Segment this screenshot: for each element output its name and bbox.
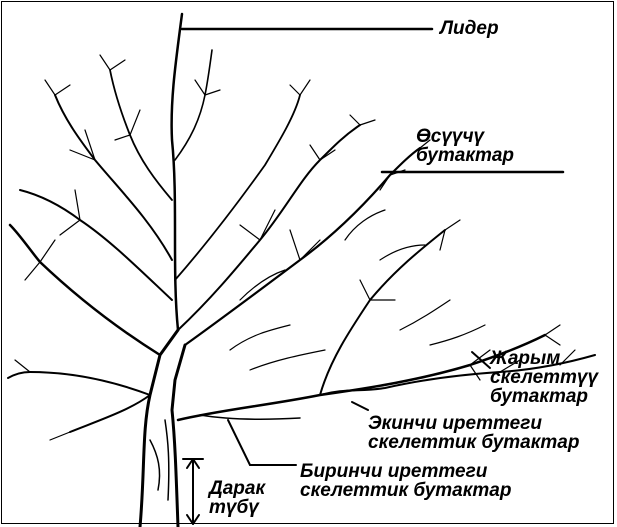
second-order-line-2: скелеттик бутактар	[368, 433, 579, 452]
second-order-label: Экинчи иреттеги скелеттик бутактар	[368, 414, 579, 452]
leader-branch	[172, 14, 182, 330]
leader-label: Лидер	[440, 19, 499, 38]
first-order-label: Биринчи иреттеги скелеттик бутактар	[300, 462, 511, 500]
trunk-line-1: Дарак	[209, 479, 265, 498]
trunk-label: Дарак түбү	[209, 479, 265, 517]
first-order-line-1: Биринчи иреттеги	[300, 462, 511, 481]
second-order-pointer-line	[352, 402, 368, 410]
half-skeletal-label: Жарым скелеттүү бутактар	[490, 349, 598, 406]
growing-branch	[185, 148, 420, 345]
half-skeletal-line-1: Жарым	[490, 349, 598, 368]
growing-branches-label: Өсүүчү бутактар	[416, 127, 514, 165]
half-skeletal-line-2: скелеттүү	[490, 368, 598, 387]
trunk-line-2: түбү	[209, 498, 265, 517]
growing-branches-line-1: Өсүүчү	[416, 127, 514, 146]
first-order-branch-left	[10, 225, 160, 355]
half-skeletal-line-3: бутактар	[490, 387, 598, 406]
first-order-pointer-line	[228, 420, 250, 465]
first-order-line-2: скелеттик бутактар	[300, 481, 511, 500]
leader-label-text: Лидер	[440, 19, 499, 38]
growing-branches-line-2: бутактар	[416, 146, 514, 165]
second-order-line-1: Экинчи иреттеги	[368, 414, 579, 433]
tree-trunk	[140, 330, 185, 527]
